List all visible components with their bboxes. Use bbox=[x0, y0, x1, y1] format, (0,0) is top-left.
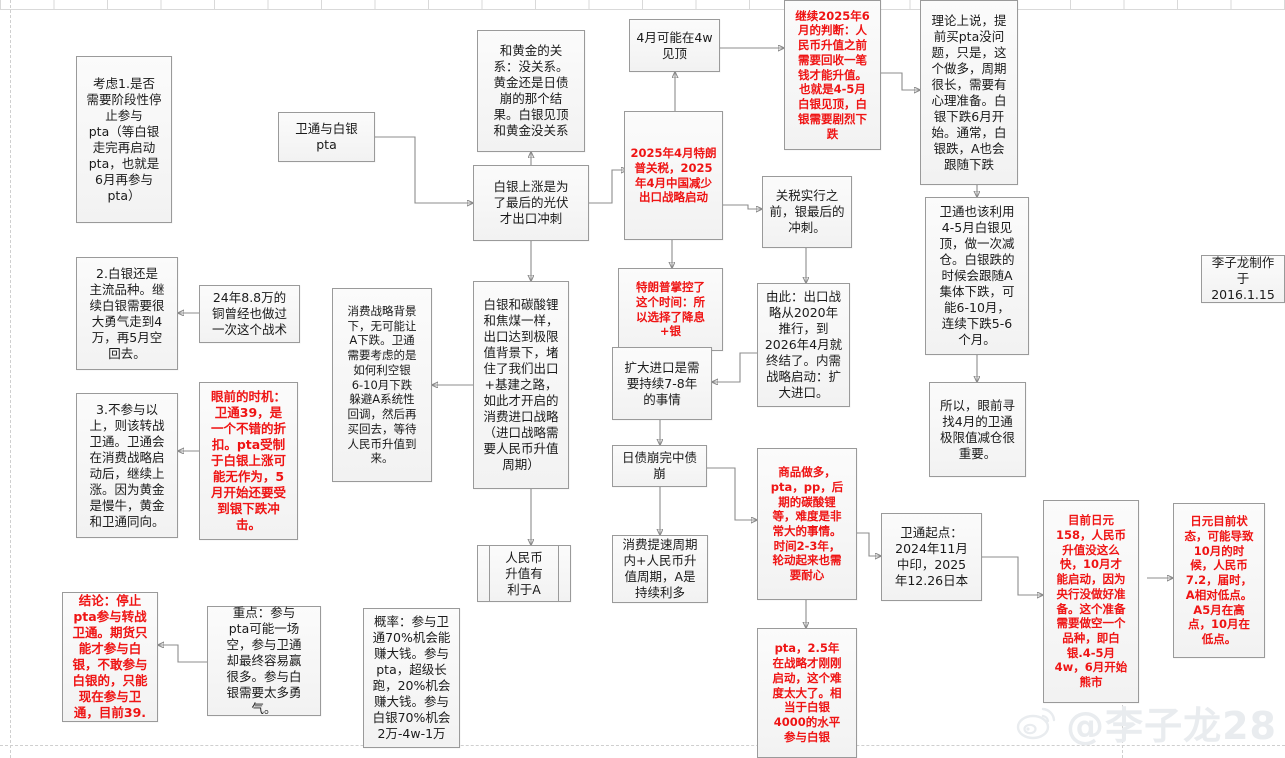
page-break-left bbox=[10, 0, 11, 758]
node-consider-3[interactable]: 3.不参与以 上，则该转战 卫通。卫通会 在消费战略启 动后，继续上 涨。因为黄… bbox=[76, 393, 178, 538]
node-commodity-long[interactable]: 商品做多， pta，pp，后 期的碳酸锂 等，难度是非 常大的事情。 时间2-3… bbox=[757, 448, 857, 600]
link-commoditylong-to-weitongstart bbox=[857, 532, 881, 556]
weibo-logo-icon bbox=[1016, 705, 1060, 741]
link-weitongstart-to-jpy158 bbox=[982, 556, 1043, 595]
node-author-credit: 李子龙制作于 2016.1.15 bbox=[1201, 255, 1285, 303]
node-expand-import[interactable]: 扩大进口是需 要持续7-8年 的事情 bbox=[612, 347, 712, 420]
node-consumption-background[interactable]: 消费战略背景 下，无可能让 A下跌。卫通 需要考虑的是 如何利空银 6-10月下… bbox=[332, 288, 432, 482]
ruler-top bbox=[0, 0, 1285, 10]
node-consider-2[interactable]: 2.白银还是 主流品种。继 续白银需要很 大勇气走到4 万，再5月空 回去。 bbox=[76, 257, 178, 370]
page-break-right bbox=[1122, 690, 1123, 758]
node-jgb-crash[interactable]: 日债崩完中债 崩 bbox=[612, 445, 707, 487]
link-silverrise-to-tariff2025 bbox=[589, 170, 627, 204]
node-tariff-2025-april[interactable]: 2025年4月特朗 普关税，2025 年4月中国减少 出口战略启动 bbox=[624, 111, 723, 240]
node-probability[interactable]: 概率：参与卫 通70%机会能 赚大钱。参与 pta，超级长 跑，20%机会 赚大… bbox=[363, 608, 460, 748]
node-key-point[interactable]: 重点：参与 pta可能一场 空，参与卫通 却最终容易赢 很多。参与白 银需要太多… bbox=[207, 605, 321, 716]
node-copper-tactic[interactable]: 24年8.8万的 铜曾经也做过 一次这个战术 bbox=[199, 285, 300, 343]
node-silver-lithium-coking[interactable]: 白银和碳酸锂 和焦煤一样， 出口达到极限 值背景下，堵 住了我们出口 +基建之路… bbox=[473, 281, 569, 489]
watermark-text: @李子龙28 bbox=[1066, 704, 1277, 748]
link-weitongpta-to-silverrise bbox=[375, 136, 473, 203]
node-trump-timing[interactable]: 特朗普掌控了 这个时间：所 以选择了降息 +银 bbox=[618, 268, 723, 351]
node-current-timing[interactable]: 眼前的时机： 卫通39，是 一个不错的折 扣。pta受制 于白银上涨可 能无作为… bbox=[199, 382, 298, 540]
node-consider-1[interactable]: 考虑1.是否 需要阶段性停 止参与 pta（等白银 走完再启动 pta，也就是 … bbox=[76, 56, 172, 223]
weibo-watermark: @李子龙28 bbox=[1016, 695, 1277, 750]
link-tariff2025-to-tariffbefore bbox=[723, 204, 762, 209]
node-so-find-april-extreme[interactable]: 所以，眼前寻 找4月的卫通 极限值减仓很 重要。 bbox=[929, 382, 1026, 477]
link-jgbcrash-to-commoditylong bbox=[707, 467, 757, 520]
node-weitong-reduce-position[interactable]: 卫通也该利用 4-5月白银见 顶，做一次减 仓。白银跌的 时候会跟随A 集体下跌… bbox=[925, 197, 1029, 355]
node-jpy-158[interactable]: 目前日元 158，人民币 升值没这么 快，10月才 能启动，因为 央行没做好准 … bbox=[1043, 500, 1139, 703]
node-continue-june-2025-judgement[interactable]: 继续2025年6 月的判断：人 民币升值之前 需要回收一笔 钱才能升值。 也就是… bbox=[784, 0, 881, 150]
page-break-bottom bbox=[0, 745, 1285, 746]
node-rmb-appreciation-good-for-a[interactable]: 人民币 升值有 利于A bbox=[477, 545, 571, 602]
node-weitong-start[interactable]: 卫通起点： 2024年11月 中印，2025 年12.26日本 bbox=[881, 513, 982, 601]
node-pta-2-5-years[interactable]: pta，2.5年 在战略才刚刚 启动，这个难 度太大了。相 当于白银 4000的… bbox=[757, 628, 857, 758]
node-silver-rise[interactable]: 白银上涨是为 了最后的光伏 才出口冲刺 bbox=[473, 165, 589, 241]
node-jpy-current-state[interactable]: 日元目前状 态，可能导致 10月的时 候，人民币 7.2，届时， A相对低点。 … bbox=[1173, 503, 1265, 658]
link-keypoint-to-conclusion bbox=[158, 645, 207, 663]
node-consumption-speed-cycle[interactable]: 消费提速周期 内+人民币升 值周期，A是 持续利多 bbox=[612, 535, 708, 603]
node-gold-relation[interactable]: 和黄金的关 系：没关系。 黄金还是日债 崩的那个结 果。白银见顶 和黄金没关系 bbox=[477, 30, 585, 152]
link-exportend-to-expandimport bbox=[712, 352, 757, 382]
node-theory-buy-pta-early[interactable]: 理论上说，提 前买pta没问 题，只是，这 个做多，周期 很长，需要有 心理准备… bbox=[920, 0, 1018, 185]
link-continuejudgement-to-theorybuypta bbox=[881, 72, 920, 90]
node-tariff-before-silver-sprint[interactable]: 关税实行之 前，银最后的 冲刺。 bbox=[762, 176, 852, 248]
node-conclusion[interactable]: 结论：停止 pta参与转战 卫通。期货只 能才参与白 银，不敢参与 白银的，只能… bbox=[62, 592, 158, 722]
node-weitong-silver-pta[interactable]: 卫通与白银 pta bbox=[278, 112, 375, 162]
node-april-top-4w[interactable]: 4月可能在4w 见顶 bbox=[629, 19, 720, 72]
node-export-strategy-end[interactable]: 由此：出口战 略从2020年 推行，到 2026年4月就 终结了。内需 战略启动… bbox=[757, 283, 850, 407]
